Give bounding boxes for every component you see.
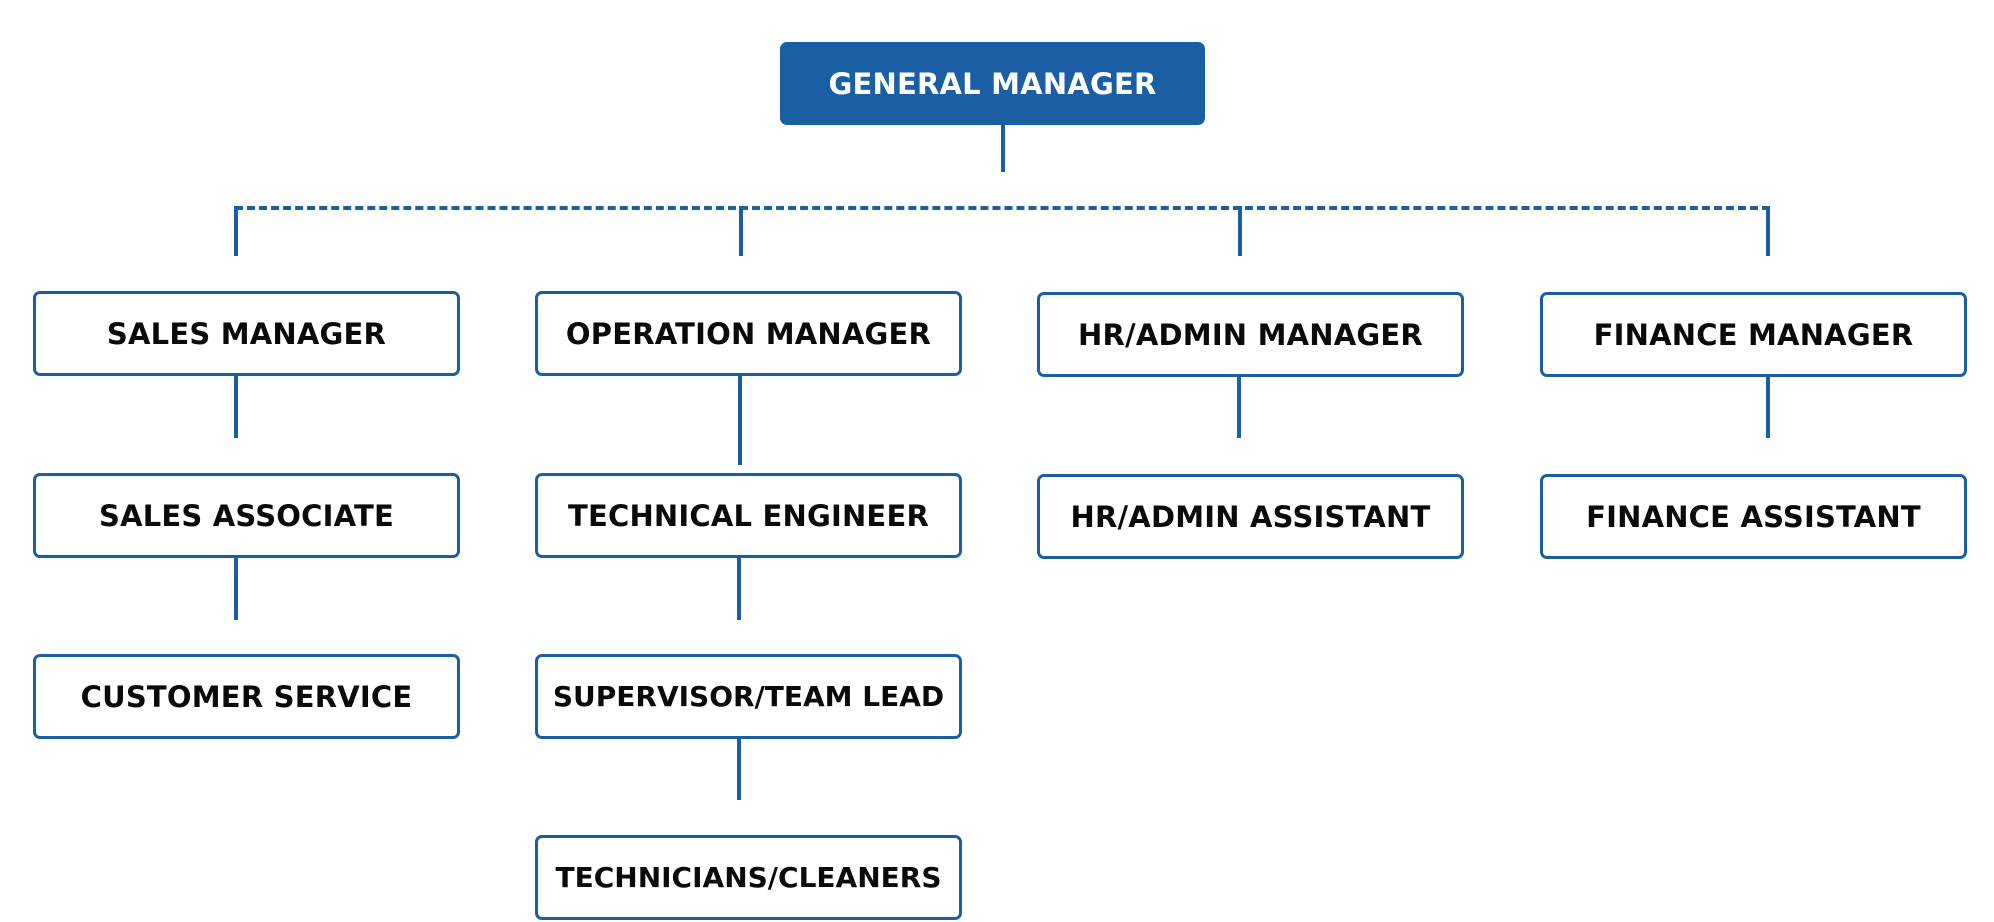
node-operation-manager: OPERATION MANAGER [535,291,962,376]
node-general-manager: GENERAL MANAGER [780,42,1205,125]
node-sales-associate: SALES ASSOCIATE [33,473,460,558]
connector-operation-1 [738,374,742,465]
drop-connector-hr [1238,206,1242,256]
drop-connector-sales [234,206,238,256]
drop-connector-finance [1766,206,1770,256]
connector-finance-1 [1766,376,1770,438]
node-sales-manager: SALES MANAGER [33,291,460,376]
root-connector [1001,122,1005,172]
drop-connector-operation [739,206,743,256]
connector-sales-2 [234,556,238,620]
node-technical-engineer: TECHNICAL ENGINEER [535,473,962,558]
connector-operation-3 [737,738,741,800]
node-supervisor-team-lead: SUPERVISOR/TEAM LEAD [535,654,962,739]
node-hr-admin-manager: HR/ADMIN MANAGER [1037,292,1464,377]
node-finance-manager: FINANCE MANAGER [1540,292,1967,377]
node-hr-admin-assistant: HR/ADMIN ASSISTANT [1037,474,1464,559]
connector-operation-2 [737,556,741,620]
node-finance-assistant: FINANCE ASSISTANT [1540,474,1967,559]
node-customer-service: CUSTOMER SERVICE [33,654,460,739]
node-technicians-cleaners: TECHNICIANS/CLEANERS [535,835,962,920]
branch-connector [235,206,1770,210]
connector-hr-1 [1237,376,1241,438]
connector-sales-1 [234,374,238,438]
